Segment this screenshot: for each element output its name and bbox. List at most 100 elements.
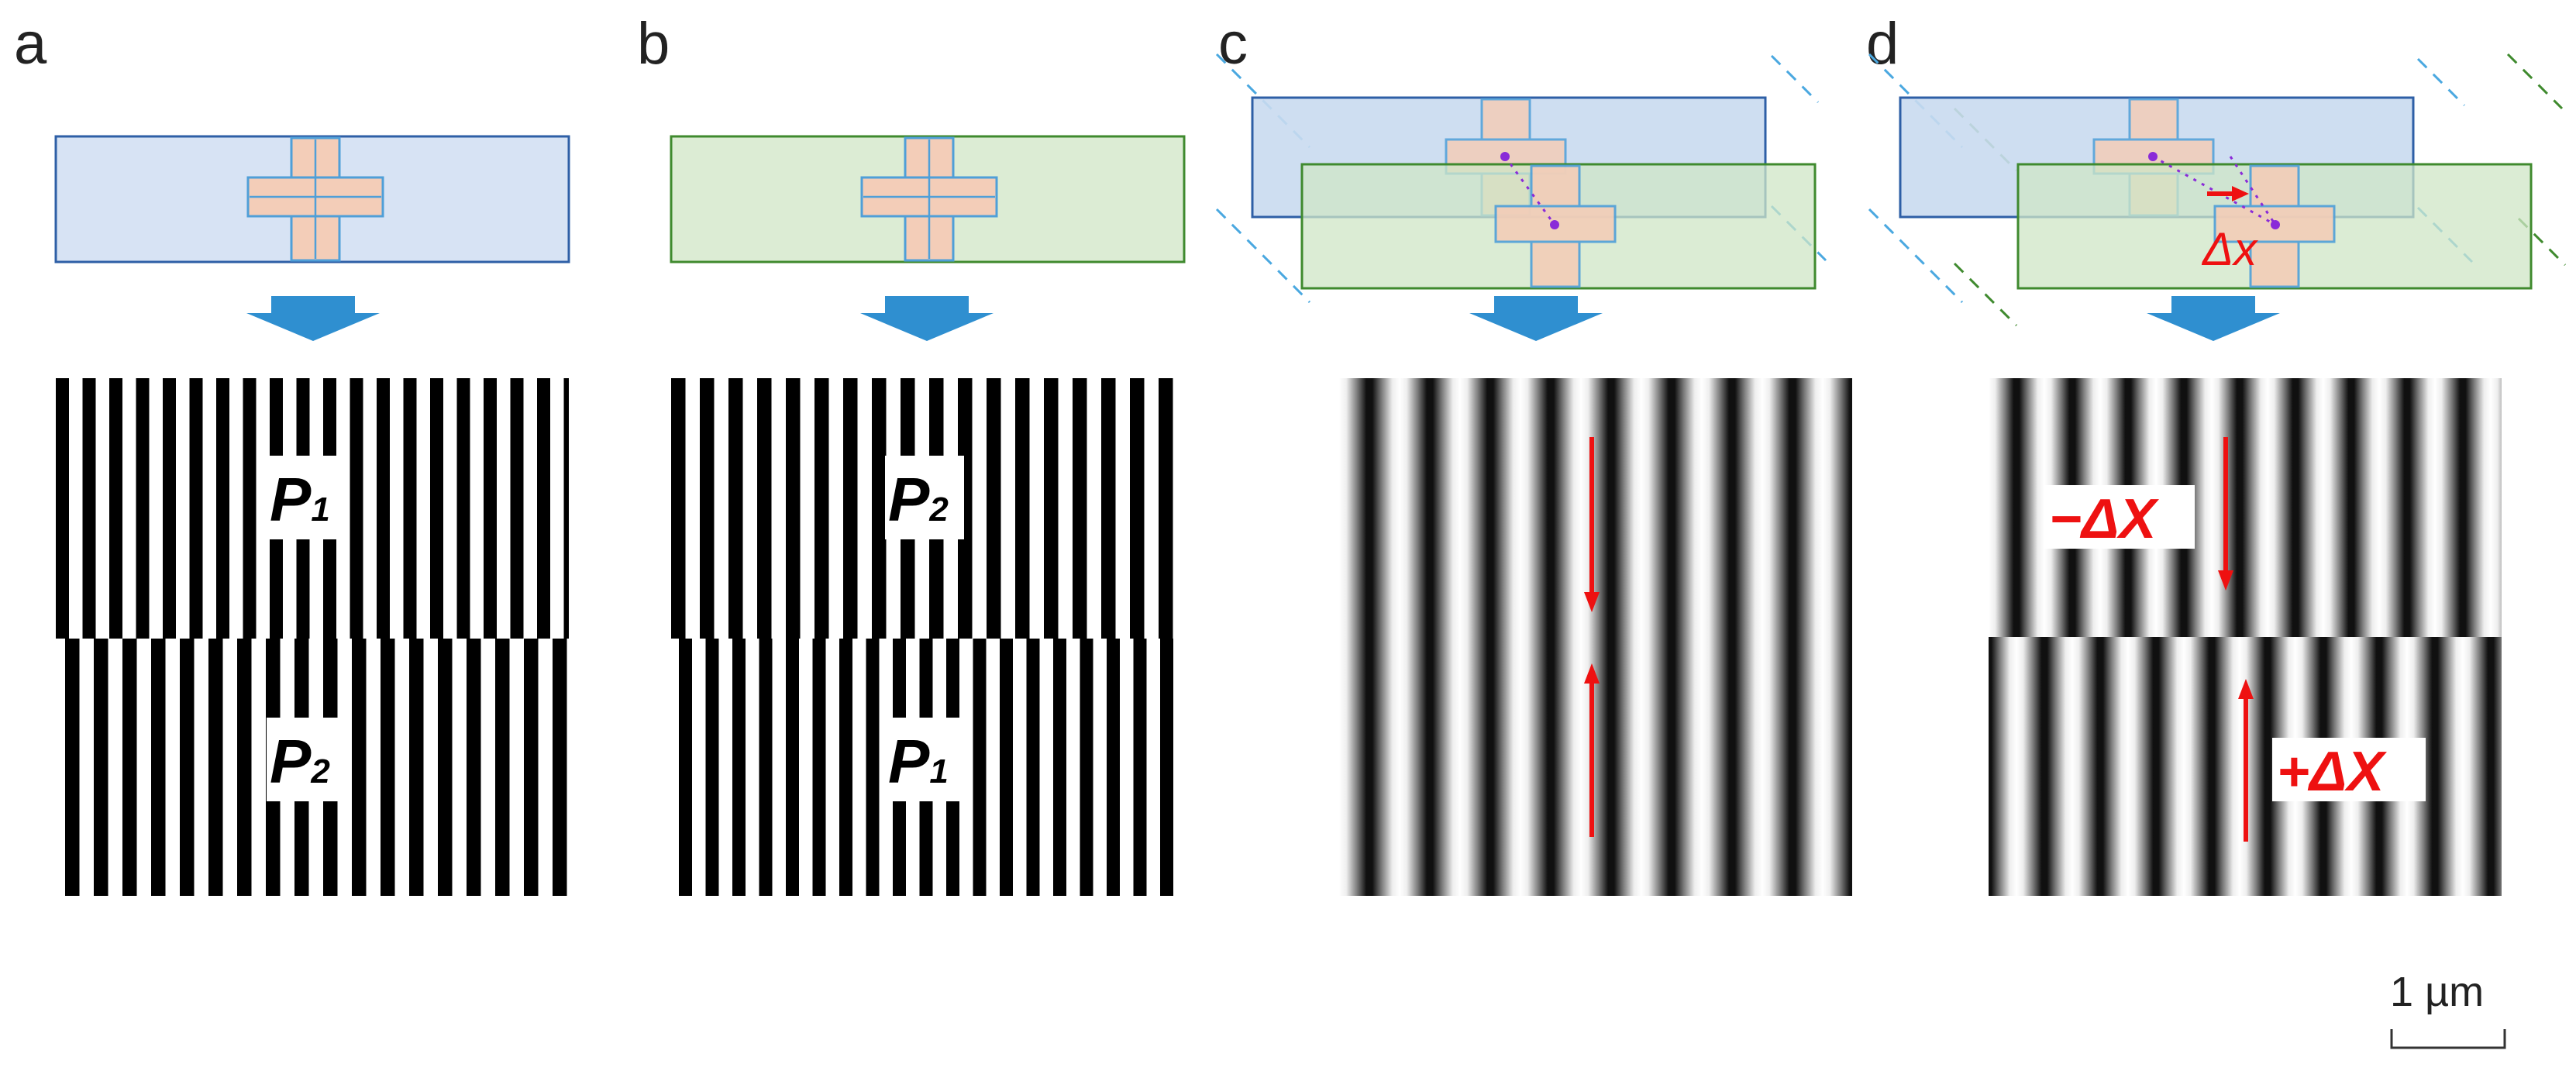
- grating-bar: [563, 378, 569, 639]
- grating-bar: [381, 639, 395, 896]
- offset-label: Δx: [2201, 223, 2258, 275]
- grating-bar: [814, 378, 829, 639]
- grating-bar: [122, 639, 137, 896]
- shift-label-box: [2272, 738, 2426, 801]
- red-arrow-down-icon: [2218, 437, 2233, 591]
- grating-bar: [843, 378, 858, 639]
- grating-bar: [208, 639, 223, 896]
- grating-bar: [438, 639, 453, 896]
- grating-bar: [109, 378, 122, 639]
- grating-bar: [456, 378, 470, 639]
- grating-bar: [1130, 378, 1145, 639]
- cross-mark: [246, 136, 384, 262]
- period-label-box: [267, 718, 346, 801]
- cross-mark: [860, 136, 998, 262]
- grating-bar: [94, 639, 108, 896]
- grating-bar: [1133, 639, 1147, 896]
- grating-bar: [237, 639, 252, 896]
- grating-bar: [136, 378, 150, 639]
- grating-bar: [1000, 639, 1013, 896]
- panel-b-layer: [670, 135, 1186, 263]
- grating-bar: [759, 639, 773, 896]
- grating-bar: [1044, 378, 1059, 639]
- grating-bar: [65, 639, 80, 896]
- alignment-dot: [1500, 152, 1510, 161]
- grating-bar: [216, 378, 229, 639]
- grating-bar: [163, 378, 176, 639]
- process-arrow-icon: [1469, 296, 1603, 341]
- grating-bar: [1080, 639, 1093, 896]
- grating-bar: [553, 639, 567, 896]
- panel-d-overlay: Δx: [1868, 53, 2567, 327]
- grating-bar: [151, 639, 166, 896]
- period-label-box: [885, 718, 964, 801]
- minus-shift-label: −ΔX: [2049, 488, 2159, 550]
- panel-letter-b: b: [637, 11, 670, 77]
- grating-bar: [510, 378, 524, 639]
- grating-bar: [403, 378, 417, 639]
- grating-bar: [82, 378, 96, 639]
- period-label-bottom: P1: [888, 727, 949, 796]
- grating-bar: [973, 639, 987, 896]
- period-label-bottom: P2: [270, 727, 330, 796]
- grating-bar: [350, 378, 363, 639]
- plus-shift-label: +ΔX: [2277, 741, 2387, 803]
- grating-bar: [56, 378, 69, 639]
- grating-bar: [377, 378, 390, 639]
- grating-bar: [728, 378, 743, 639]
- grating-bar: [786, 639, 799, 896]
- grating-bar: [705, 639, 719, 896]
- grating-bar: [671, 378, 686, 639]
- panel-a-layer: [54, 135, 570, 263]
- grating-bar: [987, 378, 1001, 639]
- process-arrow-icon: [246, 296, 380, 341]
- grating-bar: [409, 639, 424, 896]
- panel-letter-d: d: [1866, 11, 1899, 77]
- grating-bar: [495, 639, 510, 896]
- grating-bar: [866, 639, 880, 896]
- grating-bar: [1026, 639, 1040, 896]
- process-arrow-icon: [2147, 296, 2280, 341]
- grating-bar: [872, 378, 887, 639]
- grating-bar: [812, 639, 826, 896]
- grating-bar: [1053, 639, 1066, 896]
- moire-pattern: [1339, 378, 1852, 896]
- panel-letter-c: c: [1218, 11, 1248, 77]
- grating-bar: [352, 639, 367, 896]
- grating-bar: [839, 639, 852, 896]
- panel-c-overlay: [1215, 53, 1827, 304]
- grating-bar: [430, 378, 443, 639]
- grating-bar: [786, 378, 801, 639]
- red-arrow-down-icon: [1584, 437, 1600, 612]
- grating-bar: [243, 378, 257, 639]
- grating-bar: [189, 378, 203, 639]
- panel-b-grating: P2 P1: [671, 378, 1184, 896]
- red-arrow-up-icon: [2238, 679, 2254, 842]
- grating-bar: [958, 378, 973, 639]
- panel-c-moire: [1339, 378, 1852, 896]
- panel-d-moire: −ΔX +ΔX: [1989, 378, 2502, 896]
- period-label-top: P2: [888, 465, 949, 534]
- grating-bar: [524, 639, 539, 896]
- grating-bar: [1160, 639, 1173, 896]
- grating-bar: [1101, 378, 1116, 639]
- grating-bar: [679, 639, 692, 896]
- panel-a-grating: P1 P2: [56, 378, 569, 896]
- period-label-top: P1: [270, 465, 330, 534]
- process-arrow-icon: [860, 296, 994, 341]
- alignment-dotted-line: [2229, 156, 2277, 226]
- grating-bar: [1159, 378, 1173, 639]
- period-label-box: [267, 456, 346, 539]
- alignment-dot: [1550, 220, 1559, 229]
- grating-bar: [1073, 378, 1087, 639]
- panel-letter-a: a: [14, 11, 47, 77]
- grating-bar: [700, 378, 715, 639]
- alignment-dot: [2271, 220, 2280, 229]
- grating-bar: [537, 378, 550, 639]
- shift-label-box: [2044, 485, 2195, 549]
- alignment-dot: [2148, 152, 2158, 161]
- grating-bar: [484, 378, 497, 639]
- grating-bar: [757, 378, 772, 639]
- grating-bar: [1015, 378, 1030, 639]
